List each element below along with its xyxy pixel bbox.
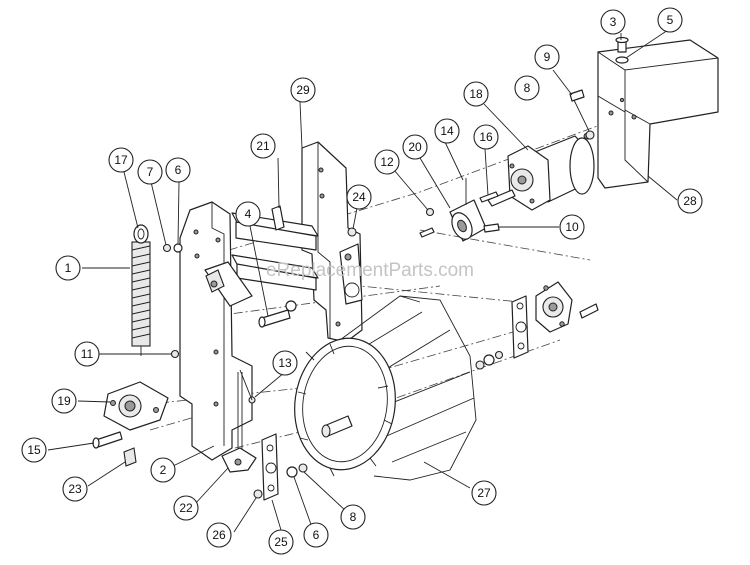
part-24-nut: [347, 227, 357, 237]
svg-text:22: 22: [179, 501, 193, 515]
callout-19: 19: [51, 388, 77, 414]
svg-text:16: 16: [479, 130, 493, 144]
callout-22: 22: [173, 495, 199, 521]
callout-8-upper: 8: [514, 75, 540, 101]
svg-text:6: 6: [313, 528, 320, 542]
svg-text:20: 20: [408, 140, 422, 154]
callout-6-upper: 6: [165, 157, 191, 183]
svg-text:14: 14: [440, 124, 454, 138]
callout-7: 7: [137, 159, 163, 185]
callout-17: 17: [108, 147, 134, 173]
svg-text:9: 9: [544, 50, 551, 64]
svg-text:8: 8: [524, 81, 531, 95]
callout-8-lower: 8: [340, 504, 366, 530]
svg-text:24: 24: [352, 190, 366, 204]
part-20-coupler: [449, 178, 487, 242]
callout-2: 2: [150, 457, 176, 483]
callout-10: 10: [559, 214, 585, 240]
callout-13: 13: [272, 350, 298, 376]
part-27-drum: [294, 295, 477, 481]
callout-21: 21: [250, 133, 276, 159]
svg-text:17: 17: [114, 153, 128, 167]
callout-25: 25: [268, 529, 294, 555]
svg-text:3: 3: [610, 15, 617, 29]
callout-20: 20: [402, 134, 428, 160]
part-1-extension-spring: [131, 224, 183, 356]
callout-29: 29: [290, 77, 316, 103]
callout-26: 26: [206, 522, 232, 548]
svg-text:29: 29: [296, 83, 310, 97]
leader-lines: [47, 27, 678, 533]
callout-12: 12: [374, 149, 400, 175]
part-19-flange-bearing: [103, 381, 169, 431]
svg-text:23: 23: [68, 482, 82, 496]
svg-text:1: 1: [65, 261, 72, 275]
callout-11: 11: [74, 341, 100, 367]
part-2-left-frame: [179, 201, 253, 461]
callout-9: 9: [534, 44, 560, 70]
part-18-gear-motor: [487, 132, 595, 211]
part-25-plate: [261, 433, 279, 501]
svg-text:21: 21: [256, 139, 270, 153]
callout-3: 3: [600, 9, 626, 35]
part-11-nut: [170, 349, 180, 359]
callout-6-lower: 6: [303, 522, 329, 548]
svg-text:25: 25: [274, 535, 288, 549]
part-28-motor-cover: [597, 39, 719, 189]
svg-text:6: 6: [175, 163, 182, 177]
svg-text:8: 8: [350, 510, 357, 524]
callout-1: 1: [55, 255, 81, 281]
part-29-center-frame: [301, 141, 363, 343]
svg-text:4: 4: [245, 207, 252, 221]
part-22-linkage: [221, 369, 257, 473]
callout-18: 18: [463, 81, 489, 107]
part-15-bolt: [92, 431, 123, 449]
svg-text:15: 15: [27, 443, 41, 457]
callout-15: 15: [21, 437, 47, 463]
right-bearing-assembly: [475, 281, 599, 370]
small-fasteners: [419, 36, 629, 238]
callout-5: 5: [657, 7, 683, 33]
svg-text:18: 18: [469, 87, 483, 101]
svg-text:2: 2: [160, 463, 167, 477]
svg-text:28: 28: [683, 194, 697, 208]
callout-27: 27: [471, 480, 497, 506]
part-4-bolt: [258, 205, 297, 328]
callout-28: 28: [677, 188, 703, 214]
svg-text:5: 5: [667, 13, 674, 27]
callout-23: 23: [62, 476, 88, 502]
callout-24: 24: [346, 184, 372, 210]
svg-text:7: 7: [147, 165, 154, 179]
svg-text:27: 27: [477, 486, 491, 500]
svg-text:11: 11: [81, 347, 94, 361]
svg-text:10: 10: [565, 220, 579, 234]
callout-4: 4: [235, 201, 261, 227]
svg-text:19: 19: [57, 394, 71, 408]
small-washers-lower: [253, 463, 308, 499]
callout-14: 14: [434, 118, 460, 144]
part-23-plate: [123, 447, 137, 467]
svg-text:13: 13: [278, 356, 292, 370]
svg-text:26: 26: [212, 528, 226, 542]
svg-text:12: 12: [380, 155, 394, 169]
callout-16: 16: [473, 124, 499, 150]
watermark-text: eReplacementParts.com: [266, 260, 474, 281]
